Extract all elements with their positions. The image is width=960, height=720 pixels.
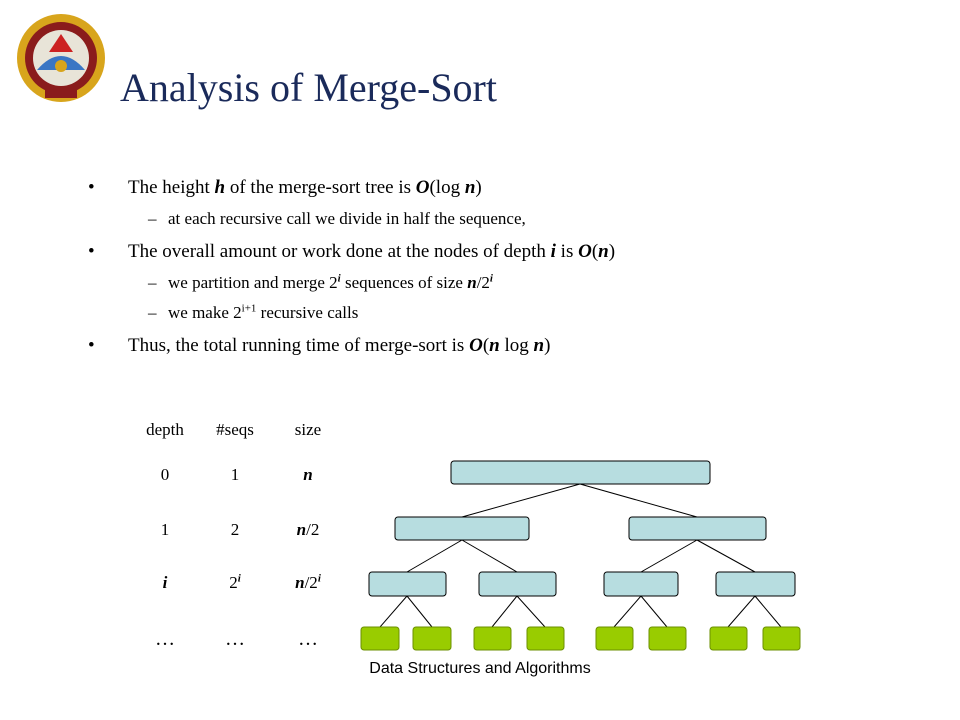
institute-logo xyxy=(17,14,105,102)
tree-leaf xyxy=(412,626,452,651)
slide-footer: Data Structures and Algorithms xyxy=(369,660,591,677)
tree-edge xyxy=(696,539,756,573)
tree-leaf xyxy=(526,626,565,651)
tree-node-level2 xyxy=(715,571,796,597)
tree-edge xyxy=(406,539,463,573)
tree-leaf xyxy=(595,626,634,651)
bullet-dot: • xyxy=(88,177,95,198)
tree-node-level1 xyxy=(628,516,767,541)
tree-edge xyxy=(491,595,518,628)
tree-edges xyxy=(379,483,782,628)
bullet-total-running-time: •Thus, the total running time of merge-s… xyxy=(88,335,551,356)
row1-seqs: 2 xyxy=(230,520,240,539)
tree-edge xyxy=(613,595,642,628)
row2-size: n/2i xyxy=(295,572,321,592)
row0-seqs: 1 xyxy=(230,465,240,484)
tree-node-level2 xyxy=(368,571,447,597)
tree-leaf xyxy=(762,626,801,651)
sub-bullet-divide: –at each recursive call we divide in hal… xyxy=(148,209,526,228)
row1-depth: 1 xyxy=(160,520,170,539)
sub-bullet-partition: –we partition and merge 2i sequences of … xyxy=(148,272,493,292)
tree-edge xyxy=(640,595,668,628)
bullet-work-per-depth: •The overall amount or work done at the … xyxy=(88,241,616,262)
row0-size: n xyxy=(303,465,313,484)
row0-depth: 0 xyxy=(160,465,170,484)
header-depth: depth xyxy=(146,420,184,439)
tree-node-root xyxy=(450,460,711,485)
row1-size: n/2 xyxy=(296,520,320,539)
tree-edge xyxy=(406,595,433,628)
row3-depth: … xyxy=(155,628,175,650)
row3-seqs: … xyxy=(225,628,245,650)
tree-edge xyxy=(640,539,698,573)
tree-edge xyxy=(379,595,408,628)
bullet-list: •The height h of the merge-sort tree is … xyxy=(88,175,948,365)
row2-depth: i xyxy=(162,573,168,592)
bullet-tree-height: •The height h of the merge-sort tree is … xyxy=(88,175,948,201)
tree-edge xyxy=(754,595,782,628)
tree-node-level2 xyxy=(603,571,679,597)
tree-edge xyxy=(461,483,581,518)
tree-edge xyxy=(516,595,546,628)
row2-seqs: 2i xyxy=(229,572,241,592)
tree-leaf xyxy=(473,626,512,651)
tree-leaf xyxy=(709,626,748,651)
tree-edge xyxy=(727,595,756,628)
sub-bullet-recursive-calls: –we make 2i+1 recursive calls xyxy=(148,302,359,322)
tree-leaf xyxy=(648,626,687,651)
row3-size: … xyxy=(298,628,318,650)
tree-edge xyxy=(579,483,698,518)
header-seqs: #seqs xyxy=(216,420,254,439)
header-size: size xyxy=(294,420,322,439)
tree-node-level2 xyxy=(478,571,557,597)
tree-edge xyxy=(461,539,518,573)
tree-node-level1 xyxy=(394,516,530,541)
tree-leaf xyxy=(360,626,400,651)
slide-title: Analysis of Merge-Sort xyxy=(120,65,497,110)
